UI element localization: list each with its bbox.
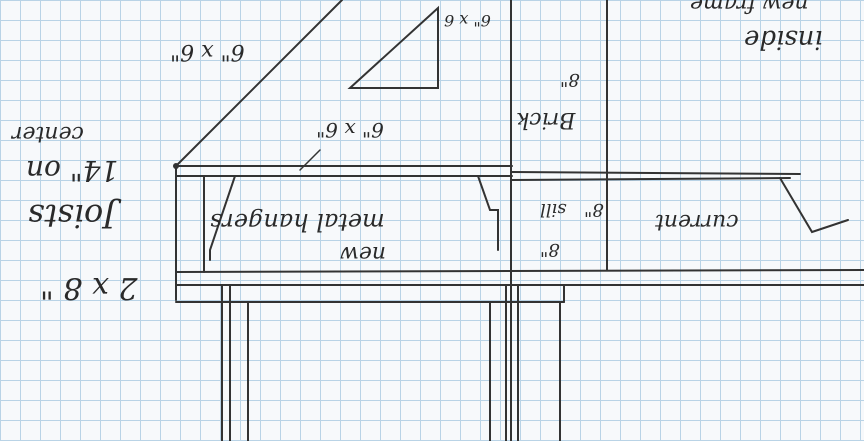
top-right-note-2: new frame xyxy=(690,0,809,16)
corner-dot xyxy=(173,163,179,169)
joists-label: Joists xyxy=(28,197,117,235)
rafter-label-big: 6" x 6" xyxy=(170,39,245,64)
joists-spacing-label: 14" on xyxy=(26,154,119,187)
top-right-note-1: inside xyxy=(744,24,823,54)
current-top xyxy=(511,171,801,175)
brick-label: Brick xyxy=(516,107,576,132)
header-beam-label: 6" x 6" xyxy=(316,118,384,142)
sill-label: sill xyxy=(540,199,567,220)
hanger-right xyxy=(477,175,499,251)
current-bottom xyxy=(511,177,791,181)
current-label: current xyxy=(655,209,739,234)
rafter-label-small: 6" x 6 xyxy=(444,11,491,30)
new-arrow xyxy=(299,149,321,171)
joists-center-label: center xyxy=(12,121,84,146)
current-arrow xyxy=(779,177,849,234)
new-label: new xyxy=(340,241,387,266)
floor-top xyxy=(175,269,864,273)
hanger-left xyxy=(209,175,236,261)
metal-hangers-label: metal hangers xyxy=(210,208,385,236)
sill-height-2-label: 8" xyxy=(540,239,560,260)
rafter-line xyxy=(175,0,343,167)
small-rafter-triangle xyxy=(347,5,439,89)
sill-height-1-label: 8" xyxy=(584,199,604,220)
joists-size-label: 2 x 8 " xyxy=(40,270,138,305)
brick-height-label: 8" xyxy=(560,69,580,90)
